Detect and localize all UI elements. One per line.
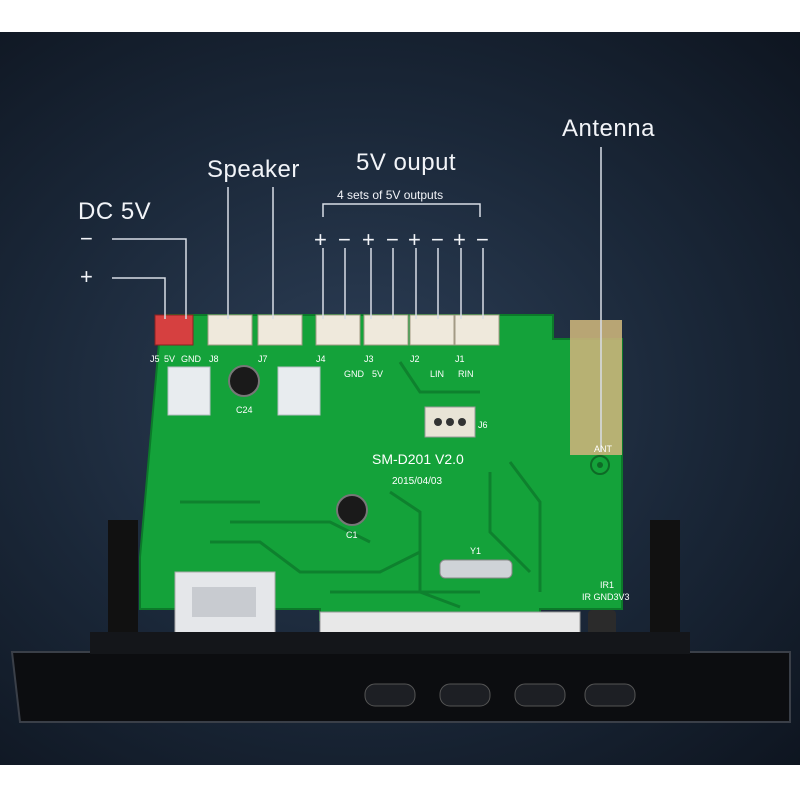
silk-gnd-1: GND <box>344 369 365 379</box>
out-minus-3: − <box>431 227 444 252</box>
dc-minus-sign: − <box>80 226 93 251</box>
silk-rin: RIN <box>458 369 474 379</box>
pcb-traces <box>180 361 542 609</box>
ir-receiver <box>588 610 616 636</box>
board-illustration: SM-D201 V2.0 2015/04/03 J5 5V GND J8 J7 … <box>10 147 791 723</box>
pcb-board <box>139 314 623 636</box>
connectors <box>154 314 500 346</box>
pin-j4: J4 <box>316 354 326 364</box>
faceplate-lip <box>90 632 690 654</box>
speaker-connector-left <box>207 314 253 346</box>
out-plus-4: + <box>453 227 466 252</box>
speaker-connector-right <box>257 314 303 346</box>
pin-j8: J8 <box>209 354 219 364</box>
silkscreen: SM-D201 V2.0 2015/04/03 J5 5V GND J8 J7 … <box>150 354 630 602</box>
crystal-y1 <box>439 559 513 579</box>
board-date: 2015/04/03 <box>392 476 442 487</box>
five-v-output-label: 5V ouput <box>356 149 457 176</box>
dc-connector <box>154 314 194 346</box>
faceplate-button-2 <box>439 683 491 707</box>
pin-j5: J5 <box>150 354 160 364</box>
four-sets-label: 4 sets of 5V outputs <box>337 188 444 202</box>
pin-j7: J7 <box>258 354 268 364</box>
guide-lines <box>112 147 602 452</box>
product-photo: SM-D201 V2.0 2015/04/03 J5 5V GND J8 J7 … <box>0 32 800 765</box>
faceplate-button-1 <box>364 683 416 707</box>
pin-j2: J2 <box>410 354 420 364</box>
pin-j6: J6 <box>478 420 488 430</box>
speaker-label: Speaker <box>207 156 300 183</box>
capacitor-c1 <box>336 494 368 526</box>
out-minus-4: − <box>476 227 489 252</box>
label-c1: C1 <box>346 530 358 540</box>
board-model: SM-D201 V2.0 <box>372 451 464 467</box>
label-c24: C24 <box>236 405 253 415</box>
faceplate-button-3 <box>514 683 566 707</box>
label-y1: Y1 <box>470 546 481 556</box>
dc-plus-sign: + <box>80 264 93 289</box>
faceplate-button-4 <box>584 683 636 707</box>
out-minus-2: − <box>386 227 399 252</box>
out-plus-2: + <box>362 227 375 252</box>
silk-5v-1: 5V <box>372 369 383 379</box>
output-connector-2 <box>363 314 409 346</box>
out-plus-3: + <box>408 227 421 252</box>
pin-j1: J1 <box>455 354 465 364</box>
silk-ant: ANT <box>594 444 613 454</box>
antenna-label: Antenna <box>562 115 655 142</box>
out-minus-1: − <box>338 227 351 252</box>
silk-lin: LIN <box>430 369 444 379</box>
dc5v-label: DC 5V <box>78 198 152 225</box>
pin-j3: J3 <box>364 354 374 364</box>
antenna-pad <box>570 320 622 455</box>
silk-ir: IR GND3V3 <box>582 592 630 602</box>
output-connector-3 <box>409 314 455 346</box>
output-connector-4 <box>454 314 500 346</box>
card-slot <box>319 611 581 635</box>
label-ir1: IR1 <box>600 580 614 590</box>
output-connector-1 <box>315 314 361 346</box>
capacitor-c24 <box>228 365 260 397</box>
antenna-hole <box>590 455 610 475</box>
out-plus-1: + <box>314 227 327 252</box>
ic-chip-right <box>277 366 321 416</box>
pin-5v: 5V <box>164 354 175 364</box>
pin-gnd: GND <box>181 354 202 364</box>
ic-chip-left <box>167 366 211 416</box>
